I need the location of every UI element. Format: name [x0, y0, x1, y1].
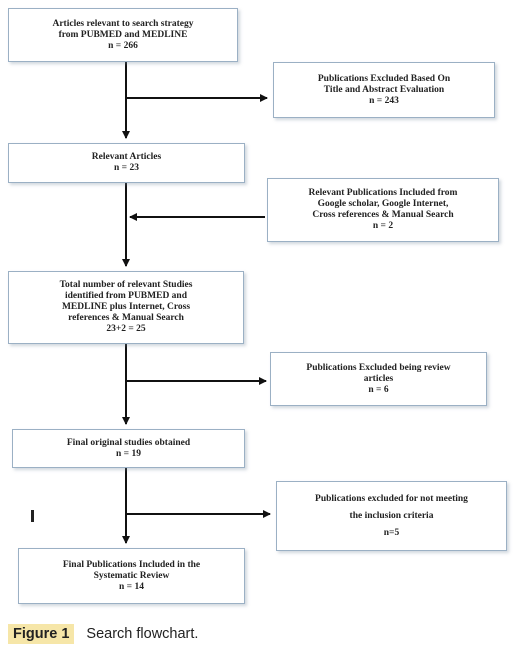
box-excluded-review-line2: articles — [363, 373, 394, 384]
box-total-line2: identified from PUBMED and — [64, 291, 187, 301]
box-total-relevant-studies: Total number of relevant Studies identif… — [8, 271, 244, 344]
box-search-results: Articles relevant to search strategy fro… — [8, 8, 238, 62]
box-excluded-review-line1: Publications Excluded being review — [306, 362, 451, 373]
box-total-line4: references & Manual Search — [68, 313, 184, 323]
box-excluded-criteria-line2: the inclusion criteria — [349, 510, 434, 521]
box-excluded-title-count: n = 243 — [369, 95, 399, 106]
box-excluded-review-count: n = 6 — [368, 384, 389, 395]
box-search-line1: Articles relevant to search strategy — [52, 18, 194, 29]
figure-caption-text: Search flowchart. — [86, 626, 199, 642]
box-excluded-review-articles: Publications Excluded being review artic… — [270, 352, 487, 406]
box-included-other-sources: Relevant Publications Included from Goog… — [267, 178, 499, 242]
box-excluded-criteria-count: n=5 — [383, 527, 400, 538]
figure-label: Figure 1 — [8, 624, 75, 644]
box-final-included: Final Publications Included in the Syste… — [18, 548, 245, 604]
box-final-original-studies: Final original studies obtained n = 19 — [12, 429, 245, 468]
box-total-line1: Total number of relevant Studies — [59, 280, 193, 290]
figure-caption: Figure 1 Search flowchart. — [8, 624, 198, 644]
box-final-included-line1: Final Publications Included in the — [62, 559, 201, 570]
box-final-included-count: n = 14 — [119, 581, 144, 592]
box-excluded-title-line2: Title and Abstract Evaluation — [323, 84, 445, 95]
stray-vertical-mark — [31, 510, 34, 522]
box-final-original-count: n = 19 — [116, 448, 141, 459]
box-search-line2: from PUBMED and MEDLINE — [58, 29, 188, 40]
box-total-line5: 23+2 = 25 — [106, 324, 146, 334]
box-excluded-criteria-line1: Publications excluded for not meeting — [315, 493, 468, 504]
box-relevant-count: n = 23 — [114, 163, 139, 173]
box-excluded-title-abstract: Publications Excluded Based On Title and… — [273, 62, 495, 118]
box-excluded-title-line1: Publications Excluded Based On — [317, 73, 451, 84]
box-search-count: n = 266 — [108, 40, 138, 51]
box-included-other-count: n = 2 — [372, 221, 394, 231]
box-total-line3: MEDLINE plus Internet, Cross — [61, 302, 191, 312]
box-included-other-line1: Relevant Publications Included from — [308, 188, 458, 198]
box-included-other-line2: Google scholar, Google Internet, — [317, 199, 449, 209]
box-relevant-line1: Relevant Articles — [91, 152, 162, 162]
box-final-original-line1: Final original studies obtained — [66, 437, 191, 448]
box-excluded-inclusion-criteria: Publications excluded for not meeting th… — [276, 481, 507, 551]
box-included-other-line3: Cross references & Manual Search — [312, 210, 454, 220]
box-relevant-articles: Relevant Articles n = 23 — [8, 143, 245, 183]
box-final-included-line2: Systematic Review — [93, 570, 170, 581]
